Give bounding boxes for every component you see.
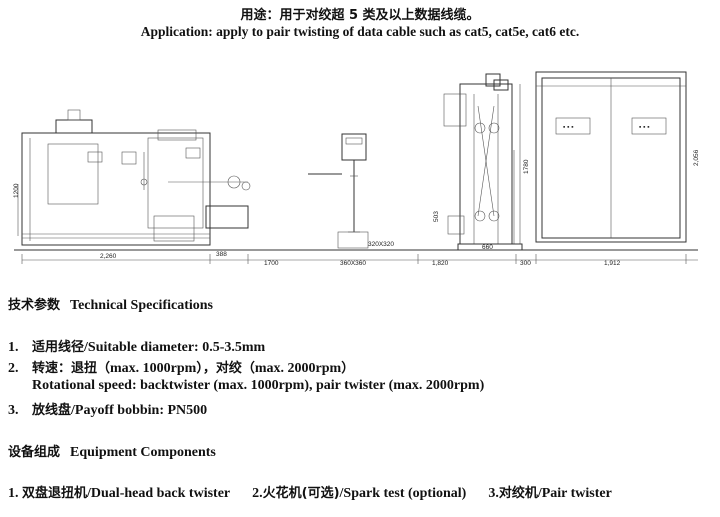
dim-2260: 2,260 [100,253,117,260]
component-item-pair-twister: 3.对绞机/Pair twister [488,486,612,501]
dim-300: 300 [520,260,531,267]
svg-text:▪ ▪ ▪: ▪ ▪ ▪ [639,124,650,131]
title-english: Application: apply to pair twisting of d… [140,24,580,39]
dim-388: 388 [216,251,227,258]
specs-heading: 技术参数 Technical Specifications [8,294,213,314]
spec-item-speed-en: Rotational speed: backtwister (max. 1000… [32,378,485,393]
spec-item-speed: 2.转速：退扭（max. 1000rpm），对绞（max. 2000rpm） [8,361,355,376]
title-chinese: 用途：用于对绞超 5 类及以上数据线缆。 [240,8,480,23]
dim-660: 660 [482,244,493,251]
dim-1200: 1200 [13,183,20,198]
pair-twister-drawing: 1780 503 [433,73,530,251]
spec-item-diameter: 1.适用线径/Suitable diameter: 0.5-3.5mm [8,340,266,355]
components-heading-cn: 设备组成 [8,445,61,460]
dim-2056: 2,056 [693,149,700,166]
takeup-cabinet-drawing: ▪ ▪ ▪ ▪ ▪ ▪ 2,056 [535,71,700,243]
dim-1912: 1,912 [604,260,621,267]
components-heading: 设备组成 Equipment Components [8,441,216,461]
layout-svg: 1200 [13,71,700,267]
back-twister-drawing: 1200 [13,109,251,246]
component-item-back-twister: 1. 双盘退扭机/Dual-head back twister [8,486,231,501]
dim-1820: 1,820 [432,260,449,267]
specs-heading-cn: 技术参数 [8,298,61,313]
dim-503: 503 [433,211,440,222]
dim-1780: 1780 [523,159,530,174]
spec-item-bobbin: 3.放线盘/Payoff bobbin: PN500 [8,403,208,418]
component-item-spark-test: 2.火花机(可选)/Spark test (optional) [252,486,467,501]
specs-heading-en: Technical Specifications [70,298,214,313]
components-list: 1. 双盘退扭机/Dual-head back twister 2.火花机(可选)… [8,482,612,502]
dim-1700: 1700 [264,260,279,267]
spark-tester-drawing [308,133,369,249]
dim-360: 360X360 [340,260,366,267]
dim-320: 320X320 [368,241,394,248]
components-heading-en: Equipment Components [70,445,216,460]
svg-text:▪ ▪ ▪: ▪ ▪ ▪ [563,124,574,131]
machine-layout-drawing: 1200 [8,66,708,270]
